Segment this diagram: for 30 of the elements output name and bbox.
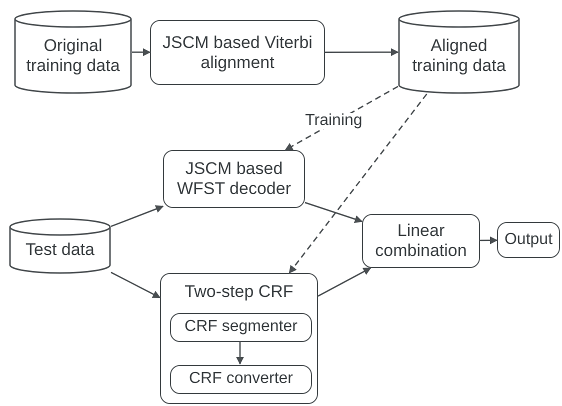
node-label: JSCM based Viterbi alignment bbox=[162, 32, 314, 72]
node-label: Original training data bbox=[25, 36, 121, 76]
node-label: Output bbox=[503, 230, 554, 250]
arrow bbox=[110, 272, 161, 298]
process-box bbox=[170, 365, 312, 394]
arrow bbox=[132, 48, 151, 56]
process-box bbox=[170, 313, 312, 342]
process-box bbox=[150, 20, 325, 85]
arrow bbox=[110, 205, 164, 228]
database-cylinder bbox=[9, 218, 111, 274]
node-label: Test data bbox=[24, 240, 96, 260]
node-label: CRF converter bbox=[188, 370, 294, 389]
arrow bbox=[325, 48, 399, 56]
process-box bbox=[362, 214, 480, 268]
node-label: CRF segmenter bbox=[184, 318, 298, 337]
arrow bbox=[236, 341, 244, 365]
node-label: Linear combination bbox=[374, 221, 468, 261]
process-box bbox=[497, 222, 560, 258]
arrow bbox=[288, 94, 428, 274]
arrow bbox=[304, 202, 363, 223]
node-label: Two-step CRF bbox=[184, 282, 294, 302]
edge-label: Training bbox=[303, 113, 364, 130]
group-box bbox=[160, 273, 318, 404]
process-box bbox=[163, 150, 305, 208]
node-label: Aligned training data bbox=[411, 36, 507, 76]
arrow bbox=[480, 236, 498, 244]
database-cylinder bbox=[14, 10, 132, 94]
node-label: JSCM based WFST decoder bbox=[176, 159, 292, 199]
database-cylinder bbox=[398, 10, 520, 94]
arrow bbox=[318, 267, 372, 297]
